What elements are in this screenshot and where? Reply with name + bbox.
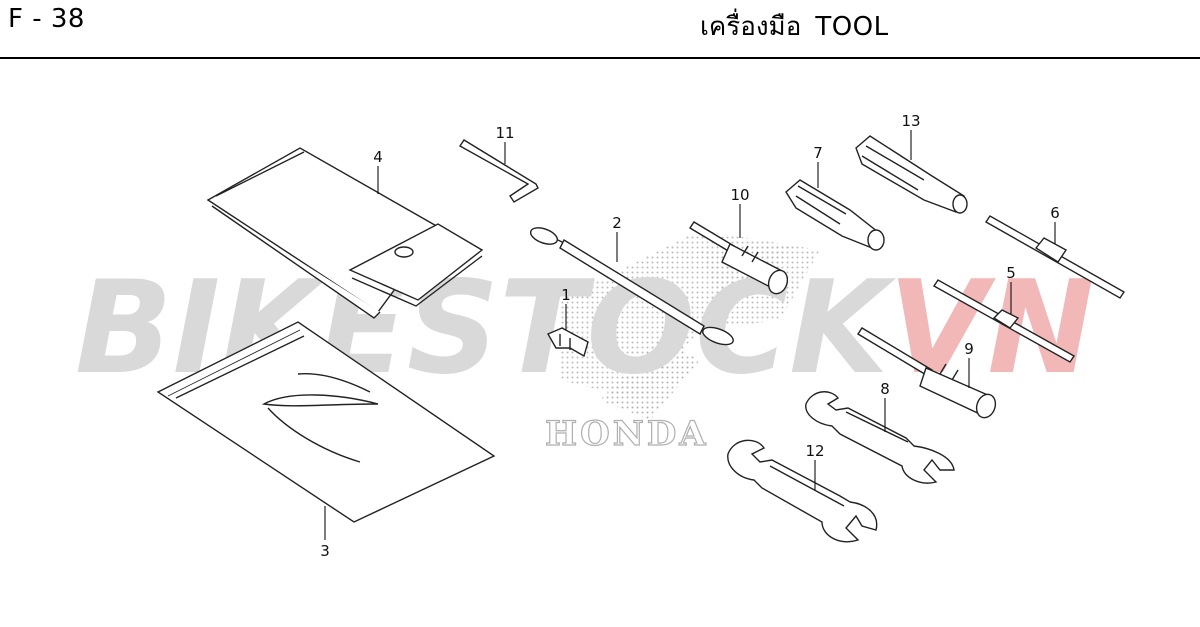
callout-3: 3 (320, 542, 330, 560)
callout-numbers: 4 3 11 2 1 10 7 13 6 5 9 8 12 (320, 112, 1060, 560)
callout-2: 2 (612, 214, 622, 232)
callout-7: 7 (813, 144, 823, 162)
page-title: เครื่องมือ TOOL (700, 6, 889, 47)
header-divider (0, 57, 1200, 59)
part-6-screwdriver-bit (985, 215, 1125, 299)
part-11-hex-key (458, 139, 539, 203)
page-title-english: TOOL (815, 12, 889, 42)
callout-8: 8 (880, 380, 890, 398)
watermark-brand-accent: VN (888, 254, 1094, 403)
part-7-screwdriver-grip (785, 179, 885, 251)
part-9-spark-plug-wrench (857, 327, 997, 419)
tool-kit-diagram: HONDA BIKESTOCKVN (75, 112, 1125, 560)
callout-6: 6 (1050, 204, 1060, 222)
callout-1: 1 (561, 286, 571, 304)
part-1-clip (547, 327, 589, 358)
watermark-logo-text: HONDA (545, 414, 709, 454)
part-3-manual-bag (156, 321, 496, 523)
page-title-thai: เครื่องมือ (700, 12, 802, 42)
leader-lines (324, 130, 1056, 540)
callout-13: 13 (901, 112, 920, 130)
callout-11: 11 (495, 124, 514, 142)
callout-5: 5 (1006, 264, 1016, 282)
page-code: F - 38 (8, 4, 85, 34)
callout-4: 4 (373, 148, 383, 166)
part-5-screwdriver-bit (932, 279, 1076, 363)
part-12-open-end-wrench (727, 439, 878, 543)
callout-9: 9 (964, 340, 974, 358)
callout-12: 12 (805, 442, 824, 460)
part-2-cable (529, 227, 734, 346)
part-13-screwdriver-handle (855, 135, 968, 214)
callout-10: 10 (730, 186, 749, 204)
part-10-socket-wrench (689, 221, 789, 295)
part-8-open-end-wrench (805, 391, 955, 484)
part-4-tool-bag (206, 147, 484, 319)
